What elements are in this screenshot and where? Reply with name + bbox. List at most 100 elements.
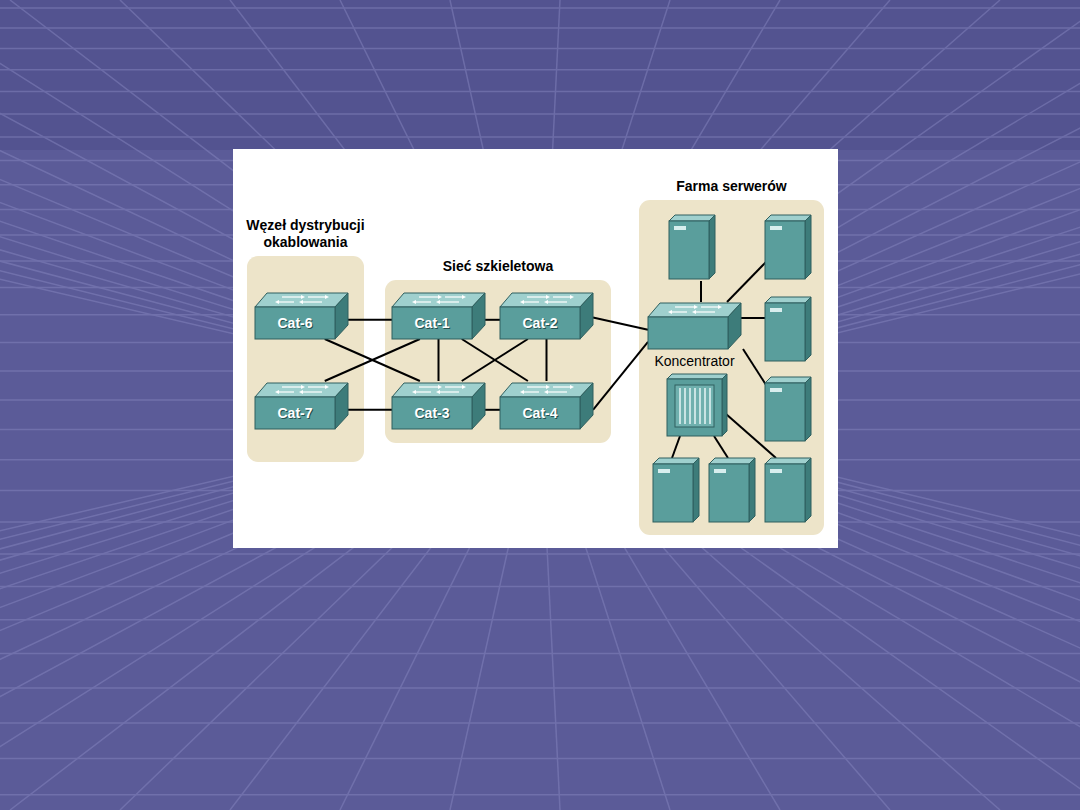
arrow-head [301,295,305,299]
arrow-shaft [527,386,547,387]
arrow-head [325,295,329,299]
server-icon [653,458,699,522]
arrow-shaft [302,391,322,392]
switch-front [392,307,472,339]
chassis-front [667,379,722,436]
server-badge [770,388,782,392]
arrow-shaft [278,301,294,302]
hub-chassis [667,374,727,436]
chassis-side [722,374,727,436]
arrow-head [462,385,466,389]
grid-line [0,619,1080,621]
switch-label: Cat-1 [392,307,472,339]
network-link [546,339,548,381]
arrow-head [520,390,524,394]
server-side [709,215,715,279]
server-icon [765,297,811,361]
switch-arrow [553,385,574,389]
switch-device: Cat-3 [392,381,485,429]
server-side [805,297,811,361]
network-link [462,339,528,381]
chassis-slot [699,388,701,424]
switch-device: Cat-7 [255,381,348,429]
switch-arrow [419,295,442,299]
grid-line [0,113,1080,115]
arrow-shaft [523,301,539,302]
chassis-slot [704,388,706,424]
arrow-head [275,390,279,394]
network-link [325,339,420,381]
arrow-shaft [527,296,547,297]
switch-front [500,307,580,339]
server-badge [674,226,686,230]
switch-top [255,293,348,307]
arrow-head [412,390,416,394]
grid-line [0,69,1080,71]
switch-arrow [436,300,459,304]
server-front [653,464,693,522]
arrow-shaft [415,301,431,302]
switch-arrow [520,300,539,304]
grid-line [0,91,1080,93]
server-top [765,377,811,383]
arrow-shaft [553,386,571,387]
server-badge [770,469,782,473]
switch-front [255,307,335,339]
server-icon [669,215,715,279]
switch-top [500,293,593,307]
arrow-head [275,300,279,304]
arrow-head [412,300,416,304]
server-front [669,221,709,279]
arrow-head [546,385,550,389]
switch-arrow [527,295,550,299]
zone-heading: Farma serwerów [632,178,832,195]
switch-device: Cat-2 [500,291,593,339]
switch-label: Cat-7 [255,397,335,429]
switch-top [648,303,741,317]
server-top [709,458,755,464]
server-side [749,458,755,522]
arrow-head [436,390,440,394]
chassis-slot [684,388,686,424]
network-link [325,339,420,381]
switch-arrow [419,385,442,389]
arrow-head [438,295,442,299]
switch-side [580,293,593,339]
server-icon [765,458,811,522]
switch-arrow [412,300,431,304]
cable-line [741,317,766,319]
group-panels [247,200,824,535]
arrow-shaft [302,301,322,302]
arrow-head [438,385,442,389]
network-zone: Sieć szkieletowaCat-1Cat-2Cat-3Cat-4 [385,280,611,443]
arrow-shaft [523,391,539,392]
grid-line [0,7,1080,9]
cable-line [672,436,680,458]
arrow-shaft [439,301,459,302]
grid-line [0,586,1080,588]
network-link [348,409,392,411]
arrow-head [668,310,672,314]
network-link [485,409,500,411]
arrow-shaft [553,296,571,297]
server-top [765,297,811,303]
arrow-head [299,300,303,304]
arrow-shaft [439,391,459,392]
server-badge [770,308,782,312]
switch-label: Cat-2 [500,307,580,339]
server-front [765,303,805,361]
switch-arrow [544,300,567,304]
chassis-slot [679,388,681,424]
cable-line [727,262,766,302]
cable-line [714,436,728,458]
server-top [765,215,811,221]
server-badge [658,469,670,473]
chassis-slot [709,388,711,424]
arrow-head [544,300,548,304]
arrow-head [570,295,574,299]
switch-arrow [520,390,539,394]
arrow-shaft [547,391,567,392]
switch-arrow [299,390,322,394]
switch-front [392,397,472,429]
